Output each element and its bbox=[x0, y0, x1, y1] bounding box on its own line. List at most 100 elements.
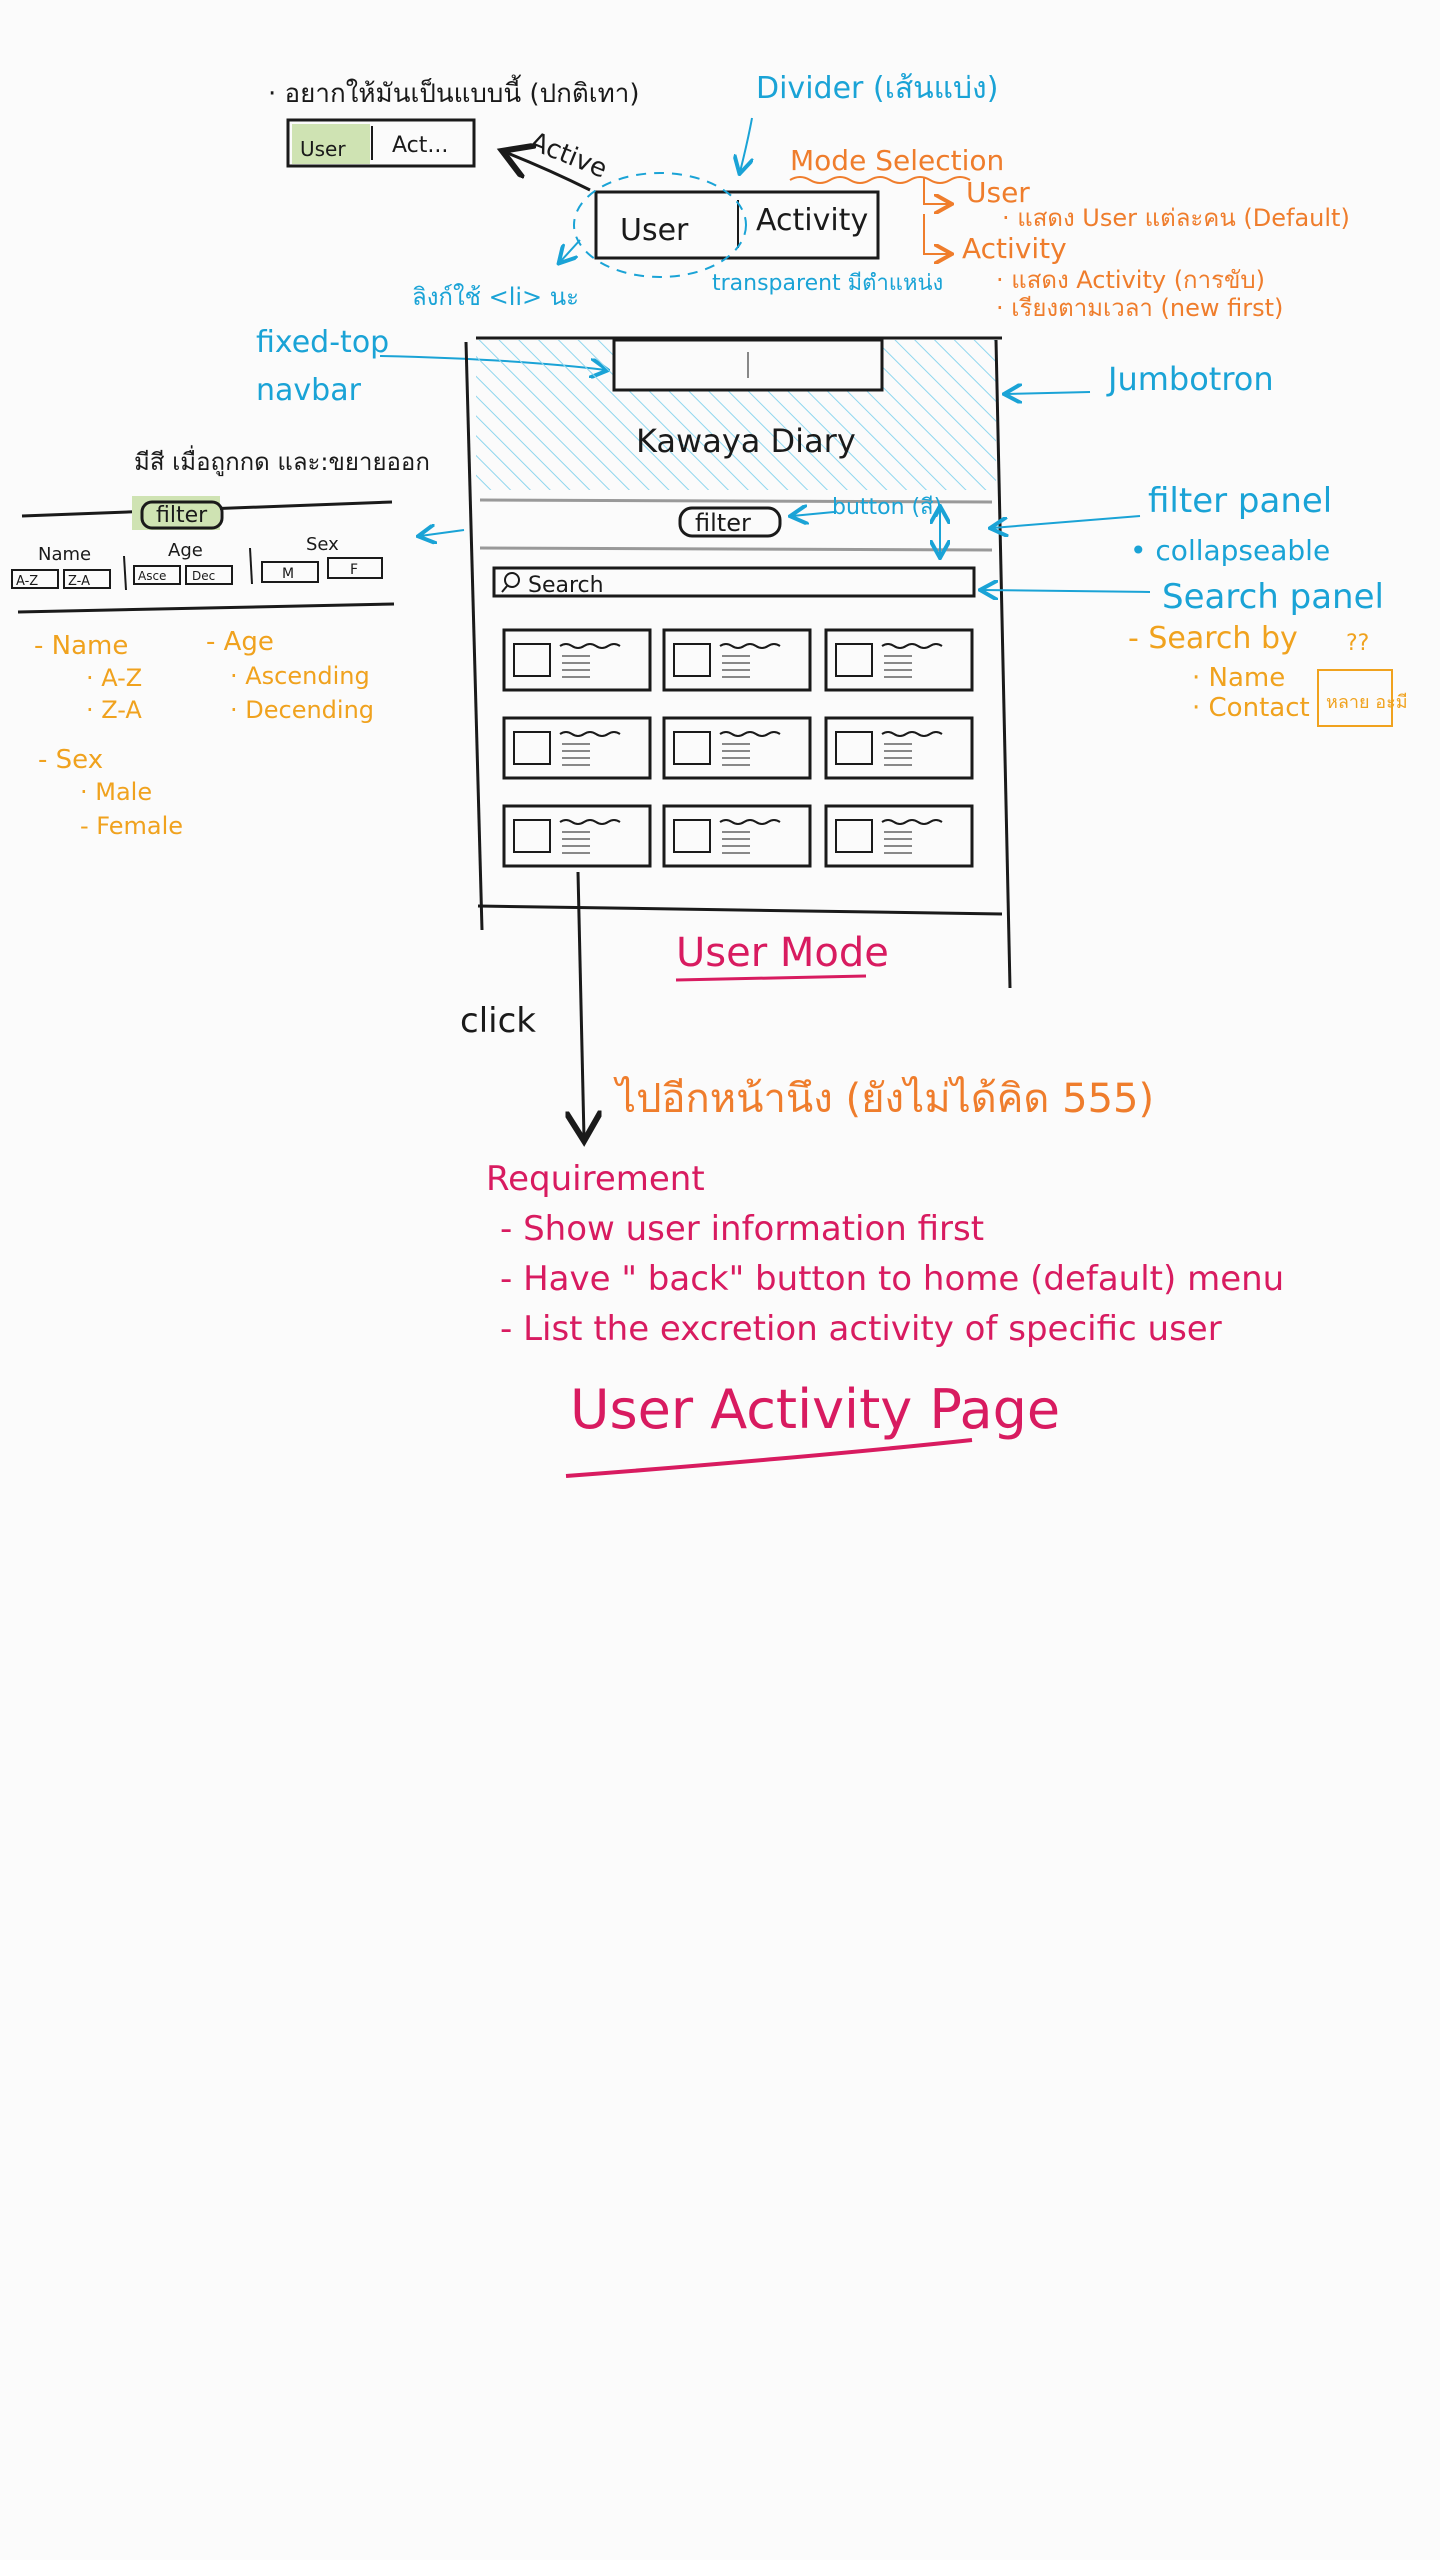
user-card-avatar bbox=[673, 731, 711, 765]
user-card bbox=[824, 628, 974, 692]
user-card bbox=[824, 804, 974, 868]
multi-box bbox=[1317, 669, 1393, 727]
opt-name-za: · Z-A bbox=[86, 696, 142, 724]
jumbotron-title: Kawaya Diary bbox=[636, 422, 856, 460]
wireframe-bottom bbox=[477, 904, 1003, 916]
opt-age-asc: · Ascending bbox=[230, 662, 370, 690]
wireframe-left-edge bbox=[464, 341, 484, 931]
filter-sex-label: Sex bbox=[306, 534, 339, 555]
user-card-avatar bbox=[513, 731, 551, 765]
user-card bbox=[662, 804, 812, 868]
svg-text:A-Z: A-Z bbox=[16, 574, 38, 589]
user-card-avatar bbox=[835, 731, 873, 765]
search-icon bbox=[504, 572, 520, 588]
click-flow: click ไปอีกหน้านึง (ยังไม่ได้คิด 555) bbox=[460, 871, 1154, 1138]
divider-note-text: Divider (เส้นแบ่ง) bbox=[756, 71, 998, 106]
filter-name-label: Name bbox=[38, 544, 91, 565]
transparent-note: transparent มีตำแหน่ง bbox=[712, 271, 943, 296]
toggle-user-label: User bbox=[620, 213, 689, 248]
wireframe: Kawaya Diary filter button (สี) Search bbox=[464, 336, 1012, 989]
search-by-note: - Search by bbox=[1128, 621, 1298, 656]
search-bar-sketch bbox=[492, 566, 976, 598]
opt-sex-male: · Male bbox=[80, 778, 152, 806]
mini-tab-highlight bbox=[292, 124, 370, 164]
user-card-avatar bbox=[835, 819, 873, 853]
multi-box-label: หลาย อะมี bbox=[1326, 692, 1408, 713]
todo-note: ไปอีกหน้านึง (ยังไม่ได้คิด 555) bbox=[613, 1076, 1154, 1122]
li-dashed-outline bbox=[573, 172, 747, 278]
filter-tab-label: filter bbox=[156, 503, 208, 528]
user-card bbox=[662, 716, 812, 780]
user-card bbox=[662, 628, 812, 692]
jumbotron-note-text: Jumbotron bbox=[1106, 360, 1274, 398]
opt-age: - Age bbox=[206, 627, 274, 657]
li-note: ลิงก์ใช้ <li> นะ bbox=[412, 283, 579, 311]
mode-toggle-sketch: User Activity ลิงก์ใช้ <li> นะ transpare… bbox=[412, 172, 943, 311]
page-title: User Activity Page bbox=[570, 1378, 1060, 1441]
tab-style-note-title: · อยากให้มันเป็นแบบนี้ (ปกติเทา) bbox=[268, 74, 639, 109]
mode-activity-desc2: · เรียงตามเวลา (new first) bbox=[996, 294, 1283, 322]
requirement-title: Requirement bbox=[486, 1159, 705, 1199]
user-card bbox=[502, 804, 652, 868]
user-mode-label: User Mode bbox=[676, 930, 889, 976]
mini-tab-frame bbox=[286, 118, 476, 168]
navbar-note: fixed-top navbar bbox=[256, 325, 606, 408]
requirement-item-3: - List the excretion activity of specifi… bbox=[500, 1309, 1222, 1349]
active-label: Active bbox=[525, 127, 611, 185]
requirement-item-1: - Show user information first bbox=[500, 1209, 984, 1249]
toggle-activity-label: Activity bbox=[756, 203, 868, 238]
click-label: click bbox=[460, 1001, 536, 1041]
user-card-avatar bbox=[673, 643, 711, 677]
toggle-frame bbox=[594, 190, 880, 260]
user-card bbox=[824, 716, 974, 780]
navbar-note-line1: fixed-top bbox=[256, 325, 389, 360]
user-card bbox=[502, 628, 652, 692]
divider-note: Divider (เส้นแบ่ง) bbox=[740, 71, 998, 172]
requirement-item-2: - Have " back" button to home (default) … bbox=[500, 1259, 1284, 1299]
filter-age-label: Age bbox=[168, 540, 203, 561]
button-note: button (สี) bbox=[832, 495, 942, 520]
opt-age-desc: · Decending bbox=[230, 696, 374, 724]
filter-button-label: filter bbox=[695, 509, 751, 537]
search-by-question: ?? bbox=[1346, 631, 1369, 656]
mode-selection-title: Mode Selection bbox=[790, 144, 1004, 177]
mode-activity-label: Activity bbox=[962, 232, 1067, 265]
mode-selection-notes: Mode Selection User · แสดง User แต่ละคน … bbox=[789, 144, 1350, 322]
tab-style-note: · อยากให้มันเป็นแบบนี้ (ปกติเทา) User Ac… bbox=[268, 74, 639, 192]
click-arrow bbox=[578, 871, 584, 1138]
mini-tab-act: Act... bbox=[392, 133, 448, 158]
user-card-avatar bbox=[513, 643, 551, 677]
svg-text:F: F bbox=[350, 562, 358, 578]
filter-button-sketch bbox=[678, 506, 782, 538]
user-card-avatar bbox=[835, 643, 873, 677]
filter-panel-note: filter panel bbox=[1148, 481, 1332, 521]
search-by-contact: · Contact bbox=[1192, 693, 1310, 723]
user-card bbox=[502, 716, 652, 780]
svg-text:Dec: Dec bbox=[192, 569, 215, 583]
filter-panel-heading: มีสี เมื่อถูกกด และ:ขยายออก bbox=[134, 445, 430, 477]
user-card-avatar bbox=[673, 819, 711, 853]
mode-user-desc: · แสดง User แต่ละคน (Default) bbox=[1002, 204, 1350, 232]
user-card-grid bbox=[502, 628, 974, 868]
search-by-name: · Name bbox=[1192, 663, 1285, 693]
search-bar-label: Search bbox=[528, 573, 604, 598]
mode-user-label: User bbox=[966, 176, 1030, 209]
opt-name-az: · A-Z bbox=[86, 664, 142, 692]
svg-text:Z-A: Z-A bbox=[68, 574, 90, 589]
svg-text:M: M bbox=[282, 566, 294, 582]
user-card-avatar bbox=[513, 819, 551, 853]
right-annotations: filter panel • collapseable Search panel… bbox=[982, 481, 1408, 727]
wireframe-right-edge bbox=[994, 339, 1012, 989]
mode-activity-desc1: · แสดง Activity (การขับ) bbox=[996, 266, 1265, 294]
requirement-block: Requirement - Show user information firs… bbox=[486, 1159, 1284, 1478]
expanded-filter-panel: มีสี เมื่อถูกกด และ:ขยายออก filter Name … bbox=[11, 445, 465, 614]
filter-options-notes: - Name · A-Z · Z-A - Age · Ascending · D… bbox=[34, 627, 374, 840]
opt-name: - Name bbox=[34, 631, 128, 661]
svg-text:Asce: Asce bbox=[138, 569, 166, 583]
collapseable-note: • collapseable bbox=[1130, 534, 1330, 567]
opt-sex-female: - Female bbox=[80, 812, 183, 840]
search-panel-note: Search panel bbox=[1162, 577, 1384, 617]
navbar-note-line2: navbar bbox=[256, 373, 362, 408]
opt-sex: - Sex bbox=[38, 745, 103, 775]
